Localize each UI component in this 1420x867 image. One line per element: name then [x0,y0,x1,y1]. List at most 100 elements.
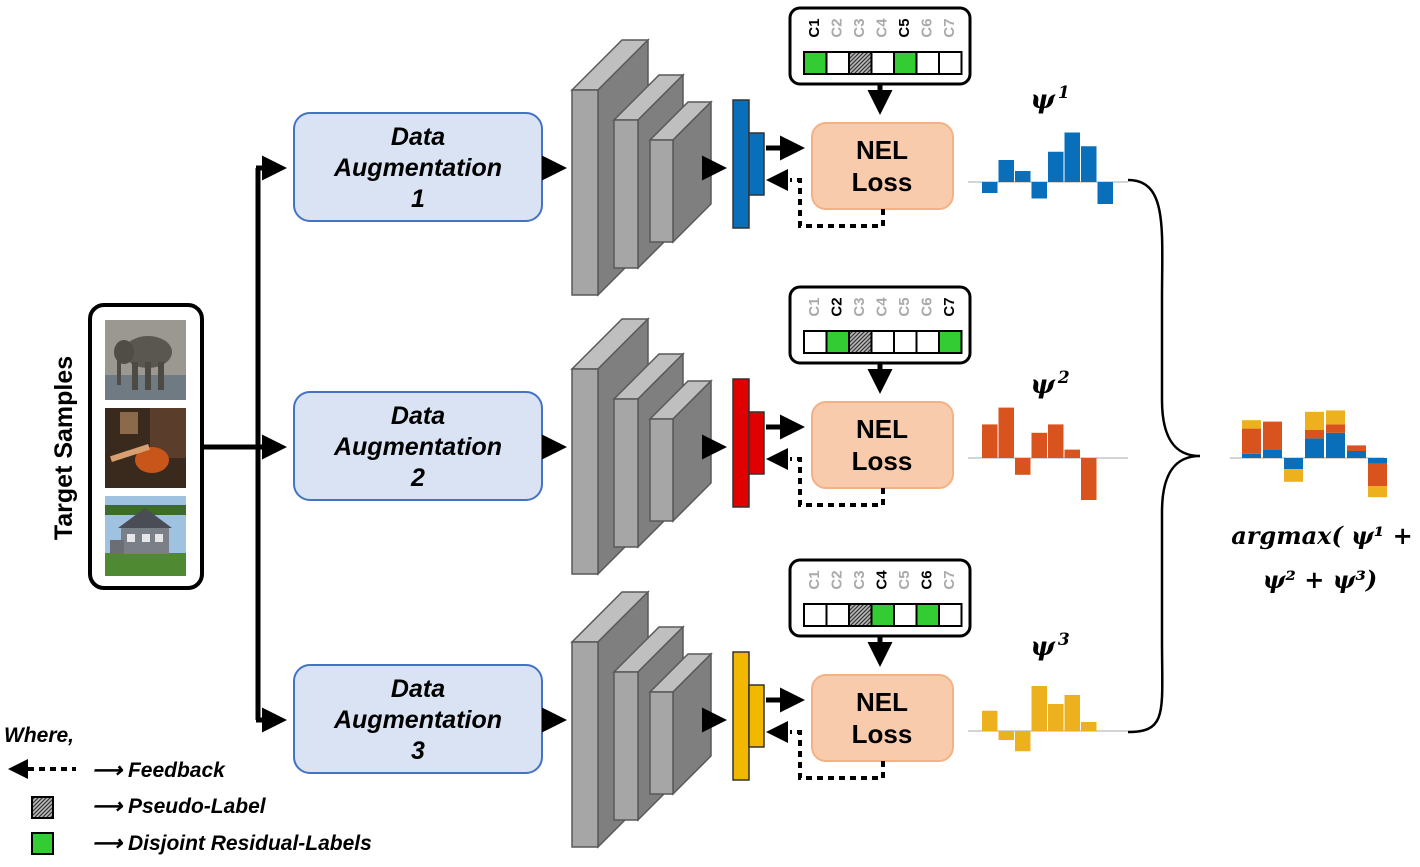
classifier-head-1 [732,99,765,229]
argmax-line-1: argmax( ψ¹ + [1231,521,1413,550]
combined-bar-segment [1242,420,1261,429]
feedback-legend-icon [8,759,76,779]
legend-pseudo-label: ⟶ Pseudo-Label [92,795,267,818]
combined-bar-segment [1242,428,1261,454]
nel-loss-label-line-2: Loss [852,446,913,476]
combined-bar-segment [1368,486,1387,498]
nel-loss-label-line-1: NEL [856,135,908,165]
class-label-c5: C5 [896,18,913,37]
class-label-c5: C5 [896,297,913,316]
class-label-c1: C1 [806,570,823,589]
psi-bar [1064,695,1080,731]
class-cell-c2 [825,330,850,354]
psi-bar [1081,146,1097,182]
feedback-arrow-2 [766,448,885,507]
psi-label-sup: 1 [1058,83,1070,103]
backbone-3 [570,590,713,849]
class-label-c7: C7 [941,297,958,316]
legend-feedback: ⟶ Feedback [92,759,226,782]
psi-label-base: ψ [1030,85,1056,115]
class-cell-c5 [893,330,918,354]
augmentation-label-3-line-1: Data [391,675,445,703]
class-cell-c1 [803,603,828,627]
combined-bar-segment [1284,469,1303,482]
psi-bar [1031,432,1047,458]
augmentation-label-3-line-2: Augmentation [333,706,502,734]
psi-bar [1064,449,1080,458]
nel-loss-label-line-1: NEL [856,414,908,444]
conv-layer-3 [648,100,713,244]
class-label-c3: C3 [851,18,868,37]
psi-bar [1048,151,1064,182]
class-label-c3: C3 [851,570,868,589]
class-label-c4: C4 [873,297,890,317]
psi-bar [1031,182,1047,199]
class-cell-c4 [870,603,895,627]
class-label-c7: C7 [941,570,958,589]
target-samples-label: Target Samples [50,356,78,540]
class-cell-c3 [848,330,873,354]
psi-bar [982,182,998,193]
class-label-c4: C4 [873,570,890,590]
combined-bar-segment [1347,451,1366,458]
psi-bar [1048,704,1064,731]
augmentation-label-3-line-3: 3 [411,737,425,765]
psi-label-sup: 3 [1058,630,1070,650]
psi-bar [1015,458,1031,475]
class-label-c1: C1 [806,297,823,316]
class-label-c7: C7 [941,18,958,37]
class-cell-c7 [938,603,963,627]
legend-title: Where, [4,724,74,747]
class-cell-c6 [915,603,940,627]
class-cell-c3 [848,603,873,627]
house-image [105,496,186,576]
psi-bar [1015,171,1031,182]
class-cell-c4 [870,330,895,354]
backbone-1 [570,38,713,297]
combined-bar-segment [1305,411,1324,430]
psi-bar [982,424,998,458]
target-samples-panel [88,303,204,590]
elephant-image [105,320,186,400]
psi-bar [998,160,1014,182]
psi-bar [998,731,1014,740]
combined-bar-segment [1284,458,1303,470]
combined-bar-segment [1242,453,1261,458]
pseudo-label-legend-swatch [31,796,54,819]
combined-bar-segment [1305,430,1324,439]
psi-bar [998,407,1014,458]
aggregation-brace [1127,178,1201,734]
class-label-c2: C2 [828,570,845,589]
combined-bar-segment [1368,463,1387,486]
augmentation-label-2-line-2: Augmentation [333,433,502,461]
class-cell-c5 [893,603,918,627]
augmentation-label-1-line-3: 1 [411,185,425,213]
class-label-c4: C4 [873,18,890,38]
psi-label-base: ψ [1030,370,1056,400]
combined-bar-segment [1326,410,1345,425]
combined-bar-segment [1368,458,1387,464]
psi-bar [1031,686,1047,731]
argmax-line-2: ψ² + ψ³) [1263,565,1377,594]
conv-layer-3 [648,652,713,796]
class-cell-c4 [870,51,895,75]
class-label-c6: C6 [918,297,935,316]
psi-bar [1081,722,1097,731]
class-label-c6: C6 [918,570,935,589]
class-label-c2: C2 [828,297,845,316]
combined-bar-segment [1326,432,1345,458]
psi-bar [1064,132,1080,182]
psi-bar [1048,424,1064,458]
augmentation-label-1-line-2: Augmentation [333,154,502,182]
psi-bar [982,710,998,731]
class-cell-c7 [938,51,963,75]
